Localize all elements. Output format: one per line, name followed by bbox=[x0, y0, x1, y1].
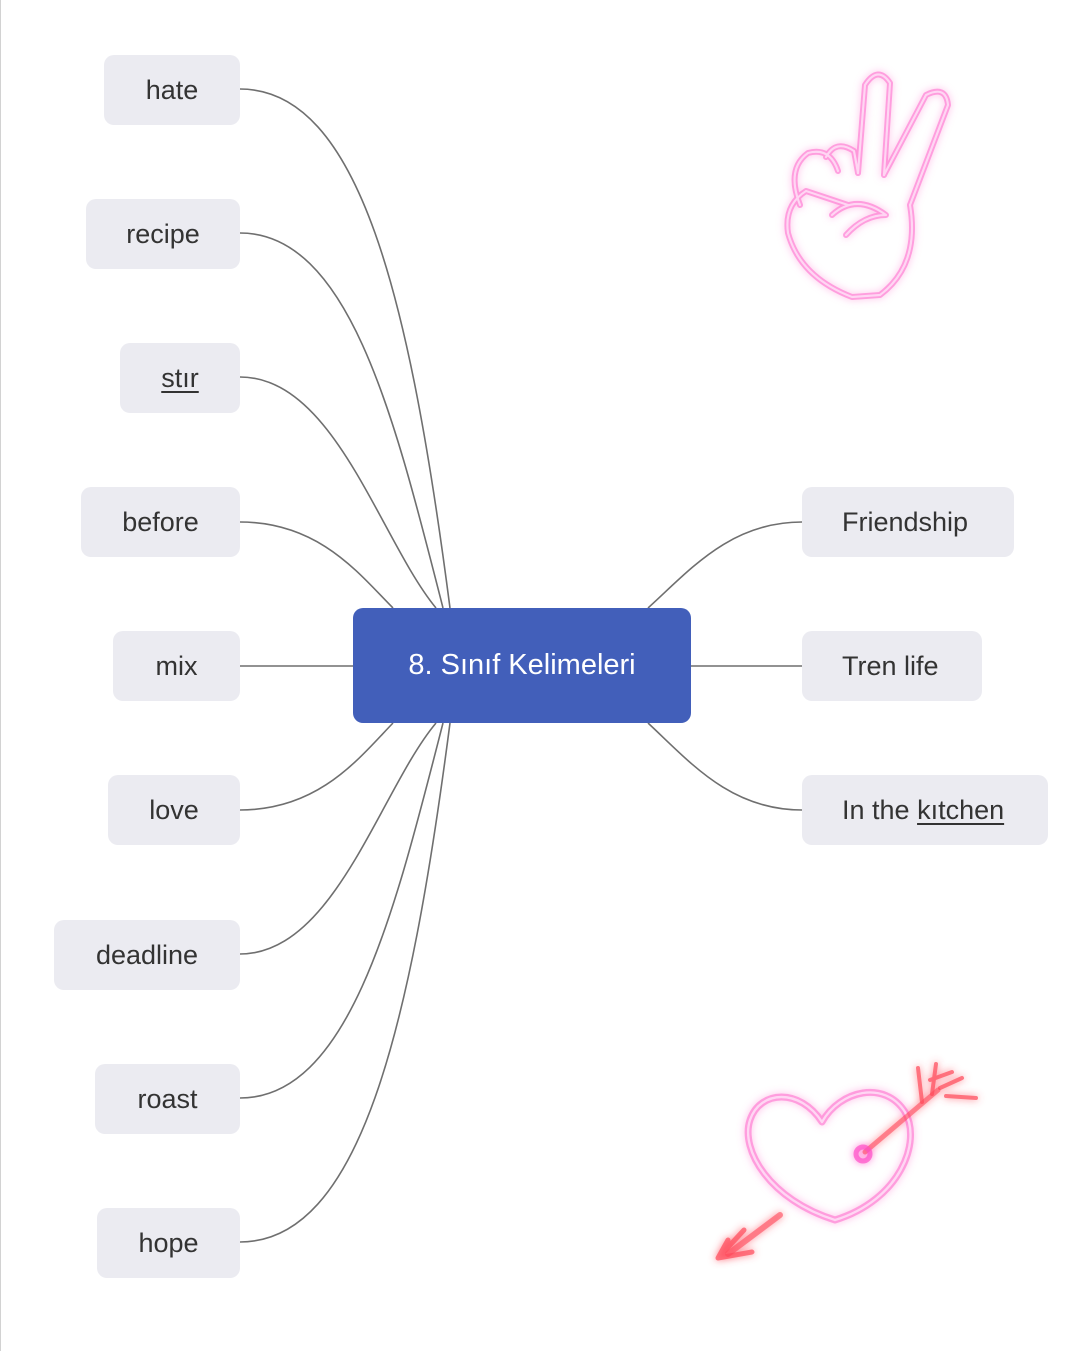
topic-label-prefix: In the bbox=[842, 794, 918, 825]
topic-node-love[interactable]: love bbox=[108, 775, 240, 845]
central-topic-node[interactable]: 8. Sınıf Kelimeleri bbox=[353, 608, 691, 723]
topic-node-hope[interactable]: hope bbox=[97, 1208, 240, 1278]
topic-node-deadline[interactable]: deadline bbox=[54, 920, 240, 990]
connector-hate bbox=[239, 88, 451, 609]
topic-label: before bbox=[122, 506, 199, 537]
topic-label: hope bbox=[138, 1227, 199, 1258]
topic-label: stır bbox=[161, 362, 199, 393]
topic-label: recipe bbox=[126, 218, 200, 249]
connector-friendship bbox=[647, 521, 803, 609]
topic-label: hate bbox=[145, 74, 199, 105]
topic-node-roast[interactable]: roast bbox=[95, 1064, 240, 1134]
neon-heart-arrow-icon[interactable] bbox=[700, 1050, 1000, 1280]
connector-love bbox=[239, 722, 394, 811]
connector-deadline bbox=[239, 722, 437, 955]
topic-node-friendship[interactable]: Friendship bbox=[802, 487, 1014, 557]
topic-label: Tren life bbox=[842, 650, 939, 681]
topic-label: mix bbox=[155, 650, 198, 681]
topic-label: In the kıtchen bbox=[842, 795, 1004, 826]
topic-node-recipe[interactable]: recipe bbox=[86, 199, 240, 269]
topic-label: roast bbox=[137, 1083, 198, 1114]
topic-node-before[interactable]: before bbox=[81, 487, 240, 557]
topic-label: love bbox=[149, 794, 199, 825]
topic-label-underlined: kıtchen bbox=[917, 794, 1005, 825]
topic-node-tren-life[interactable]: Tren life bbox=[802, 631, 982, 701]
connector-stir bbox=[239, 376, 437, 609]
topic-label: deadline bbox=[95, 939, 199, 970]
connector-kitchen bbox=[647, 722, 803, 811]
connector-hope bbox=[239, 722, 451, 1243]
canvas-left-border bbox=[0, 0, 1, 1351]
topic-node-in-the-kitchen[interactable]: In the kıtchen bbox=[802, 775, 1048, 845]
connector-roast bbox=[239, 722, 444, 1099]
central-topic-label: 8. Sınıf Kelimeleri bbox=[408, 649, 636, 681]
topic-node-mix[interactable]: mix bbox=[113, 631, 240, 701]
topic-label: Friendship bbox=[842, 506, 969, 537]
topic-node-stir[interactable]: stır bbox=[120, 343, 240, 413]
connector-recipe bbox=[239, 232, 444, 609]
topic-node-hate[interactable]: hate bbox=[104, 55, 240, 125]
connector-before bbox=[239, 521, 394, 609]
neon-peace-hand-icon[interactable] bbox=[760, 55, 970, 315]
